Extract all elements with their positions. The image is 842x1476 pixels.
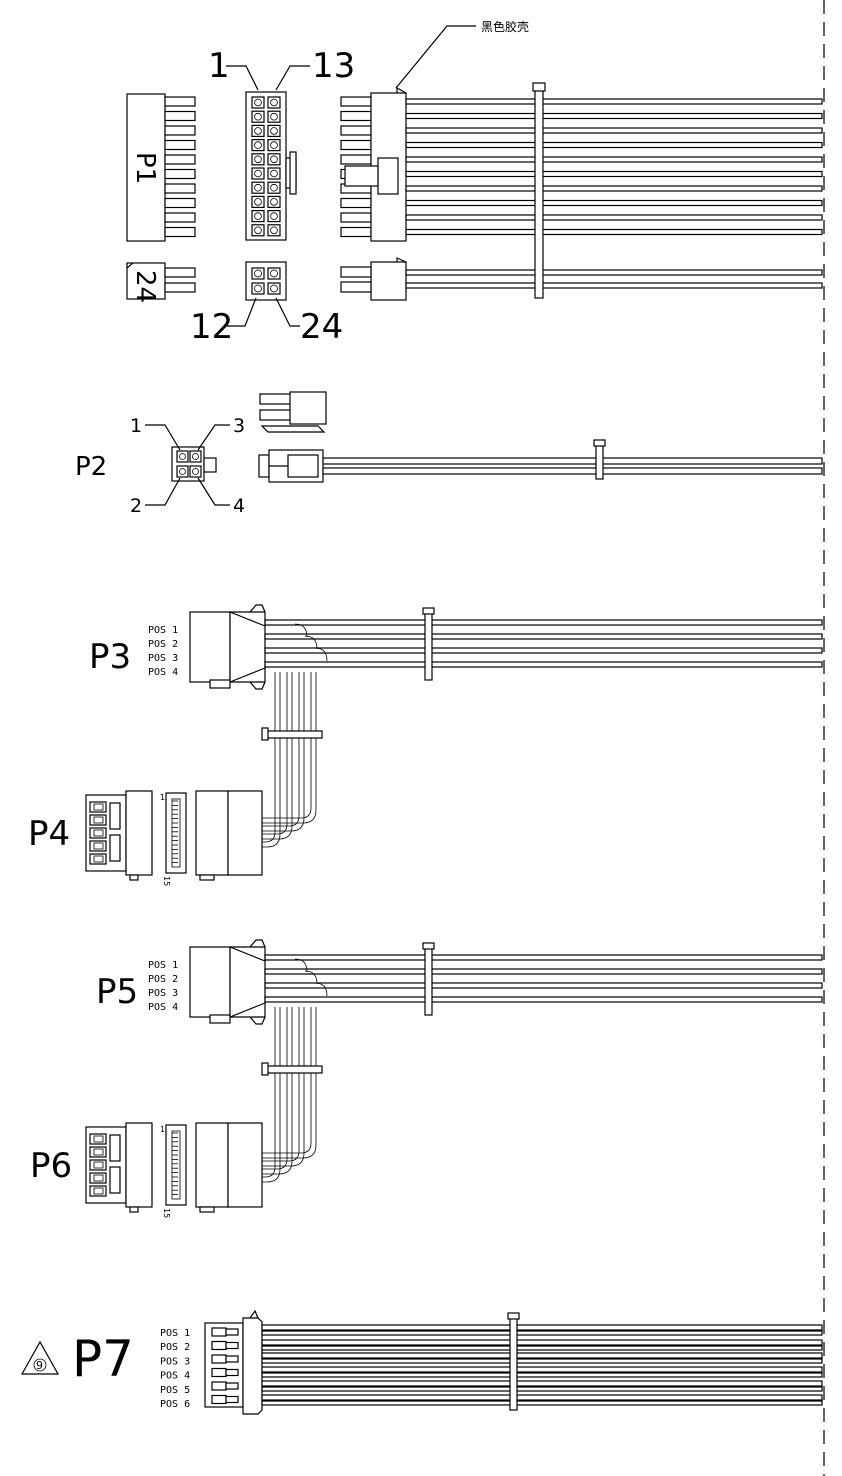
shell-note: 黑色胶壳 — [481, 19, 529, 34]
p2-pin-3: 3 — [233, 415, 245, 437]
p1-pin-13: 13 — [312, 46, 355, 86]
p1-cable — [405, 98, 823, 289]
p2-pin-1: 1 — [130, 415, 142, 437]
p3-pos-1: POS 1 — [148, 625, 178, 636]
p1-housing-small — [370, 261, 407, 301]
p3-pos-4: POS 4 — [148, 667, 178, 678]
p2-label: P2 — [75, 452, 107, 482]
sata1-connector — [85, 790, 263, 881]
p1-small-label: 24 — [130, 270, 160, 303]
p5-label: P5 — [96, 972, 138, 1012]
p2-cable-tie — [595, 442, 604, 480]
p1-label: P1 — [130, 152, 160, 184]
p1-side-body — [126, 93, 166, 242]
p7-pos-6: POS 6 — [160, 1399, 190, 1410]
p1-cable-tie — [534, 87, 544, 299]
p2-side-body — [289, 391, 327, 425]
p1-pin-12: 12 — [190, 307, 233, 347]
p4-pin-start: 1 — [160, 793, 165, 802]
p5-pos-4: POS 4 — [148, 1002, 178, 1013]
p1-pin-24: 24 — [300, 307, 343, 347]
p3-pos-3: POS 3 — [148, 653, 178, 664]
p5-pos-3: POS 3 — [148, 988, 178, 999]
sata2-connector — [85, 1122, 263, 1213]
p6-group: P6 1 15 — [30, 1122, 263, 1218]
p4-pin-end: 15 — [162, 876, 171, 886]
p1-pin-grid — [251, 96, 281, 237]
p7-connector — [204, 1309, 823, 1415]
p2-group: P2 1 3 2 4 — [75, 391, 823, 517]
p7-group: 9 P7 POS 1 POS 2 POS 3 POS 4 POS 5 POS 6 — [20, 1309, 823, 1415]
p7-label: P7 — [72, 1330, 134, 1388]
p2-cable — [322, 457, 823, 475]
molex1-housing — [189, 604, 823, 848]
p7-pos-4: POS 4 — [160, 1371, 190, 1382]
p6-label: P6 — [30, 1146, 72, 1186]
p3-label: P3 — [89, 637, 131, 677]
molex2-housing — [189, 939, 823, 1183]
p1-pin-1: 1 — [208, 46, 230, 86]
p1-group: P1 24 1 13 12 24 — [126, 19, 823, 347]
p3-pos-2: POS 2 — [148, 639, 178, 650]
p5-pos-2: POS 2 — [148, 974, 178, 985]
p6-pin-end: 15 — [162, 1208, 171, 1218]
p4-label: P4 — [28, 814, 70, 854]
p7-pos-2: POS 2 — [160, 1342, 190, 1353]
p1-small-body — [126, 262, 166, 300]
p3-p4-group: P3 POS 1 POS 2 POS 3 POS 4 — [89, 604, 823, 848]
p5-group: P5 POS 1 POS 2 POS 3 POS 4 — [96, 939, 823, 1183]
p7-note-triangle — [20, 1340, 60, 1375]
p7-pos-5: POS 5 — [160, 1385, 190, 1396]
p2-pin-2: 2 — [130, 495, 142, 517]
p2-pin-4: 4 — [233, 495, 245, 517]
p6-pin-start: 1 — [160, 1125, 165, 1134]
p1-side-pins — [164, 96, 196, 238]
p4-group: P4 1 15 — [28, 790, 263, 886]
p7-pos-3: POS 3 — [160, 1356, 190, 1367]
p7-note-number: 9 — [36, 1359, 43, 1372]
p7-pos-1: POS 1 — [160, 1328, 190, 1339]
p5-pos-1: POS 1 — [148, 960, 178, 971]
